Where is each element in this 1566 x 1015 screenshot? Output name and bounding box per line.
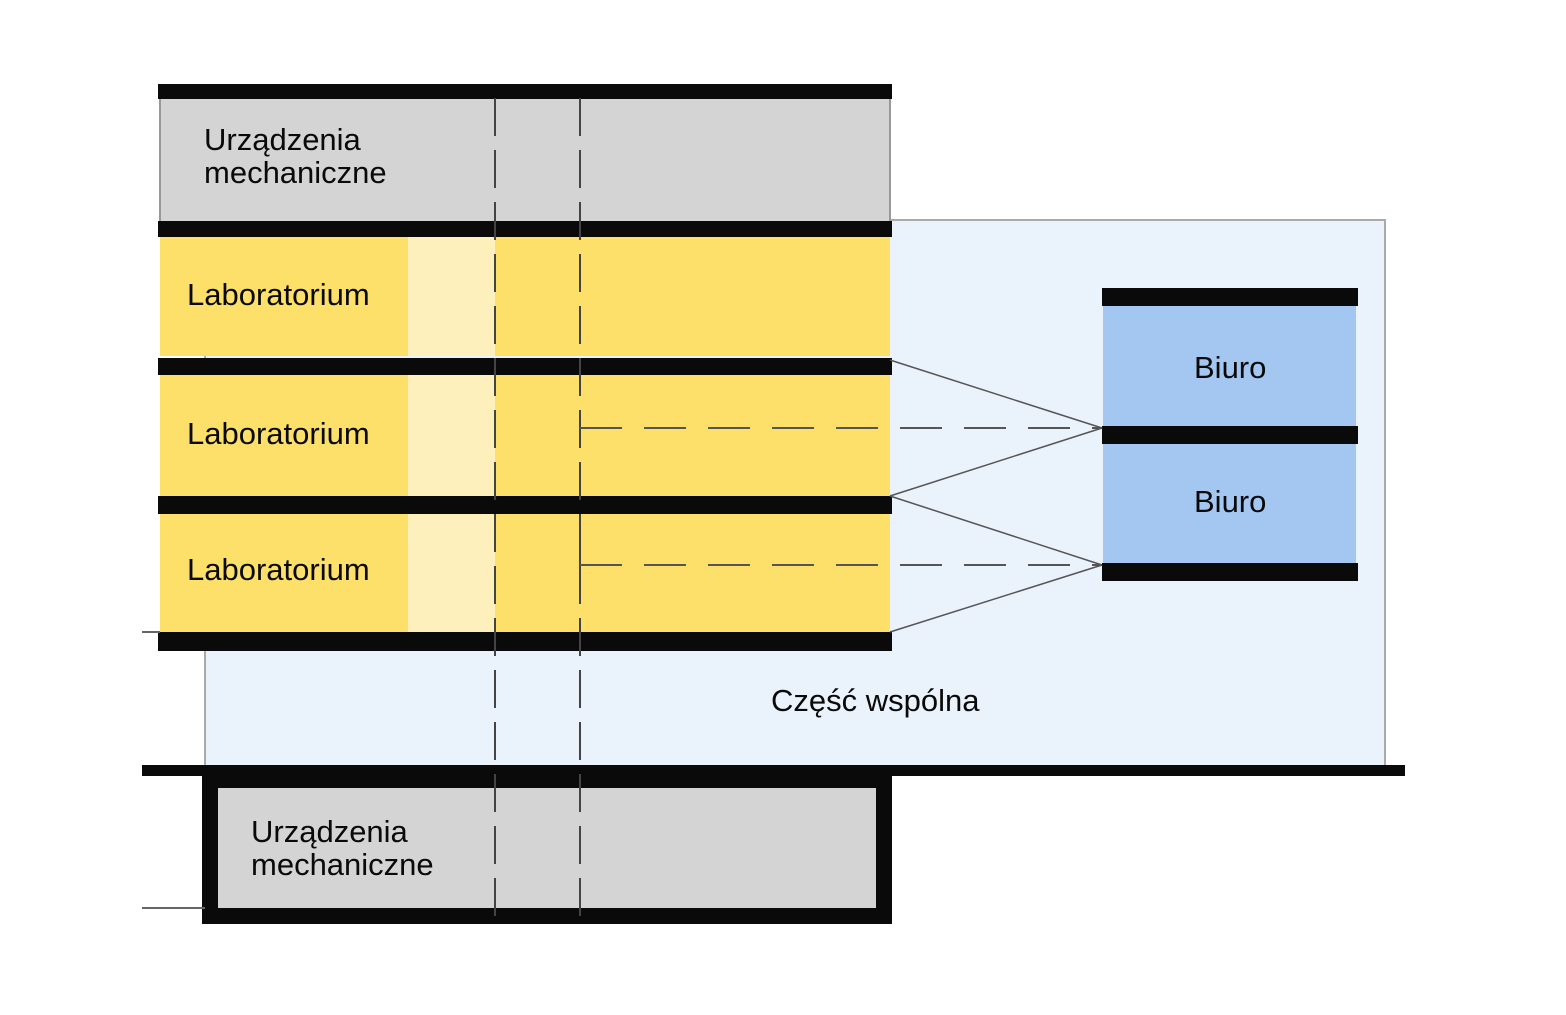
slab-1: [158, 221, 892, 237]
slab-office-mid: [1102, 426, 1358, 444]
laboratory-3-corridor: [408, 514, 495, 632]
floor-slabs: [142, 84, 1405, 776]
laboratory-3-label: Laboratorium: [187, 552, 370, 587]
slab-4: [158, 632, 892, 651]
common-area-label: Część wspólna: [771, 683, 980, 718]
mechanical-room-bottom-label: Urządzenia mechaniczne: [251, 814, 434, 882]
slab-2: [158, 358, 892, 375]
slab-ground: [142, 765, 1405, 776]
laboratory-1-corridor: [408, 236, 495, 356]
slab-office-bottom: [1102, 563, 1358, 581]
laboratory-2-label: Laboratorium: [187, 416, 370, 451]
slab-3: [158, 496, 892, 514]
slab-office-top: [1102, 288, 1358, 306]
office-1: [1103, 306, 1356, 428]
office-1-label: Biuro: [1194, 350, 1266, 385]
office-2: [1103, 444, 1356, 564]
connector-lines: [889, 359, 1103, 633]
laboratory-1: [160, 236, 890, 356]
slab-roof: [158, 84, 892, 99]
mechanical-room-top-label-line1: Urządzenia: [204, 122, 362, 157]
laboratory-2-corridor: [408, 374, 495, 496]
mechanical-room-top-label-line2: mechaniczne: [204, 155, 387, 190]
laboratory-2: [160, 374, 890, 496]
laboratory-1-label: Laboratorium: [187, 277, 370, 312]
mechanical-room-bottom-label-line1: Urządzenia: [251, 814, 409, 849]
mechanical-room-top-label: Urządzenia mechaniczne: [204, 122, 387, 190]
mechanical-room-bottom-label-line2: mechaniczne: [251, 847, 434, 882]
laboratory-3: [160, 514, 890, 632]
mechanical-room-bottom: [202, 772, 892, 924]
mechanical-room-top: [160, 98, 890, 222]
office-2-label: Biuro: [1194, 484, 1266, 519]
